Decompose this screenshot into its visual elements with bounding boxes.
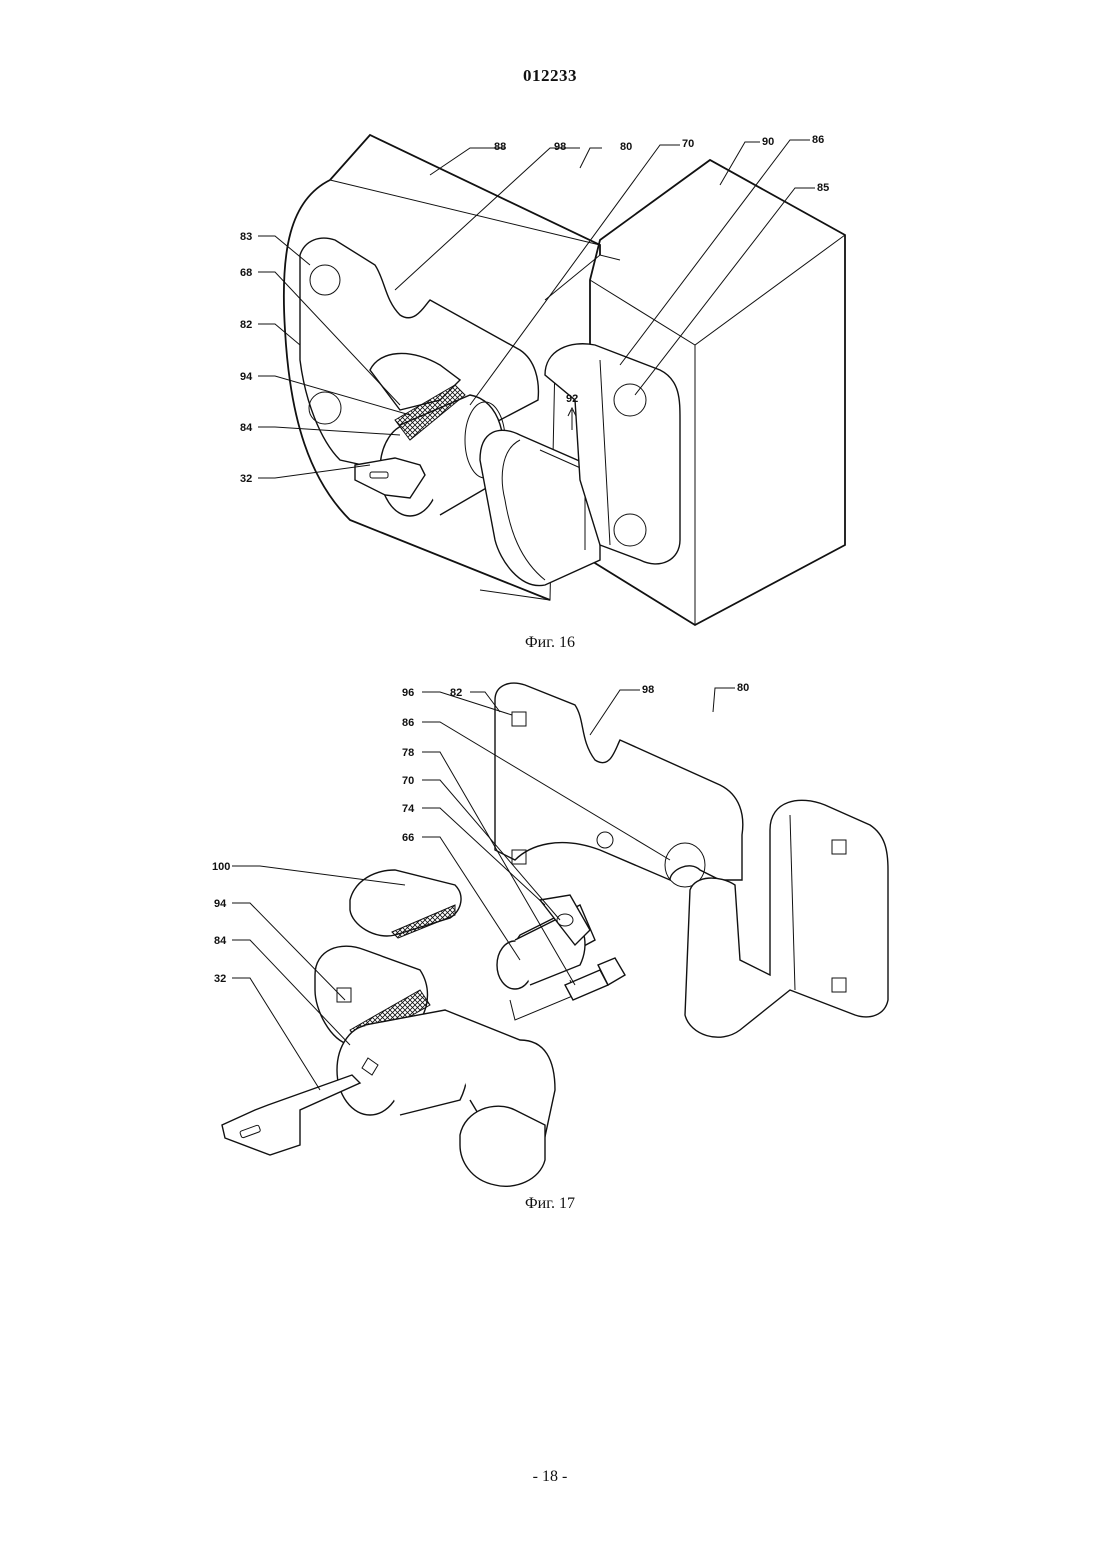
fig17-label-96: 96 bbox=[402, 687, 414, 699]
fig17-label-84: 84 bbox=[214, 935, 227, 947]
fig17-label-74: 74 bbox=[402, 803, 415, 815]
fig17-label-78: 78 bbox=[402, 747, 414, 759]
fig16-label-80: 80 bbox=[620, 141, 632, 153]
fig16-label-84: 84 bbox=[240, 422, 253, 434]
fig16-label-82: 82 bbox=[240, 319, 252, 331]
fig17-label-98: 98 bbox=[642, 684, 654, 696]
fig16-label-98: 98 bbox=[554, 141, 566, 153]
fig16-label-70: 70 bbox=[682, 138, 694, 150]
fig16-label-92: 92 bbox=[566, 393, 578, 405]
fig16-label-94: 94 bbox=[240, 371, 253, 383]
figure-17-caption: Фиг. 17 bbox=[0, 1195, 1100, 1213]
fig17-label-86: 86 bbox=[402, 717, 414, 729]
figure-16-drawing bbox=[258, 135, 845, 625]
fig16-label-68: 68 bbox=[240, 267, 252, 279]
fig17-label-66: 66 bbox=[402, 832, 414, 844]
fig17-label-80: 80 bbox=[737, 682, 749, 694]
fig16-label-85: 85 bbox=[817, 182, 829, 194]
fig16-label-83: 83 bbox=[240, 231, 252, 243]
figure-16-caption: Фиг. 16 bbox=[0, 634, 1100, 652]
fig17-label-100: 100 bbox=[212, 861, 230, 873]
fig17-label-82: 82 bbox=[450, 687, 462, 699]
fig16-label-32: 32 bbox=[240, 473, 252, 485]
fig16-label-90: 90 bbox=[762, 136, 774, 148]
page-number: - 18 - bbox=[0, 1468, 1100, 1486]
figure-17-drawing bbox=[222, 683, 888, 1186]
fig16-label-86: 86 bbox=[812, 134, 824, 146]
fig17-label-32: 32 bbox=[214, 973, 226, 985]
fig16-label-88: 88 bbox=[494, 141, 506, 153]
fig17-label-70: 70 bbox=[402, 775, 414, 787]
fig17-label-94: 94 bbox=[214, 898, 227, 910]
